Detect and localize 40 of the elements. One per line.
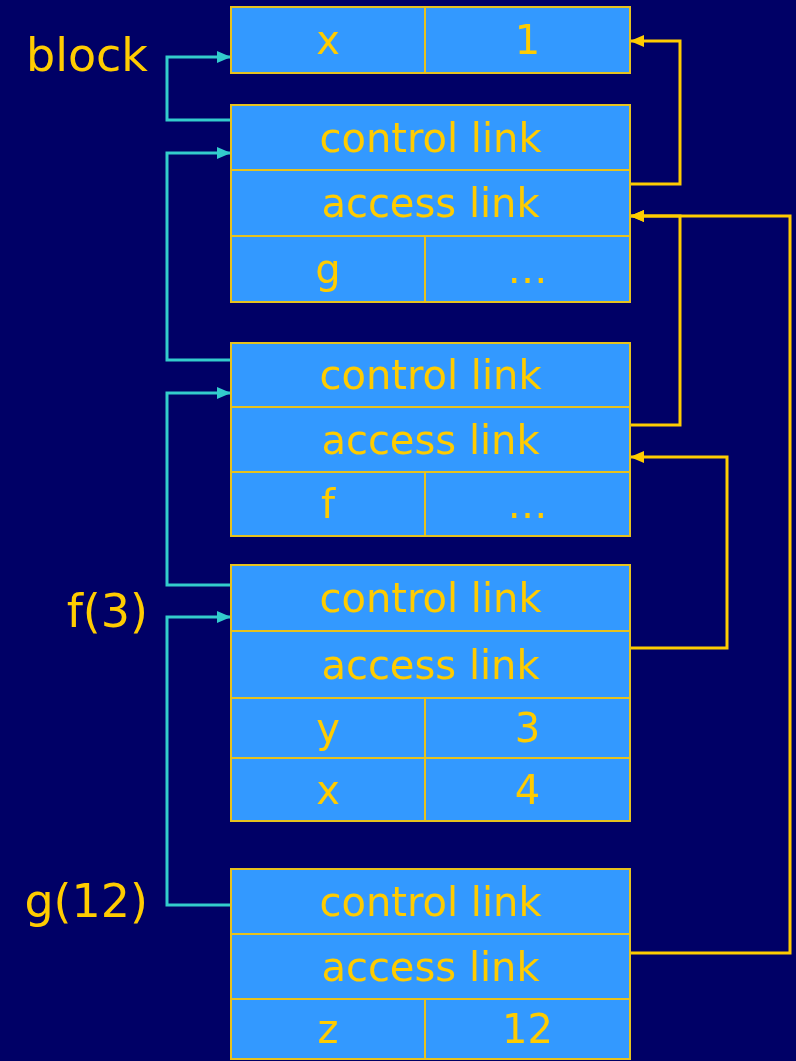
cell-label: f — [320, 484, 336, 524]
table-row — [230, 406, 631, 473]
table-row — [230, 630, 631, 699]
arrow — [165, 611, 231, 907]
table-row — [230, 697, 631, 759]
cell-label: 4 — [514, 769, 541, 810]
cell-label: access link — [321, 419, 540, 460]
cell-label: control link — [319, 881, 542, 922]
cell-label: 3 — [514, 708, 541, 748]
arrow — [630, 210, 792, 955]
cell-label: 12 — [502, 1009, 553, 1049]
cell-label: … — [507, 249, 548, 289]
cell-label: control link — [319, 355, 542, 395]
cell-label: x — [316, 769, 340, 810]
cell-label: access link — [321, 644, 540, 685]
table-row — [230, 757, 631, 822]
table-row — [230, 471, 631, 537]
table-row — [230, 998, 631, 1060]
cell-label: access link — [321, 946, 540, 987]
activation-record — [230, 104, 631, 303]
arrow — [630, 451, 729, 650]
arrow — [165, 51, 231, 122]
table-row — [230, 169, 631, 237]
table-row — [230, 868, 631, 935]
arrow — [165, 147, 231, 362]
table-row — [230, 933, 631, 1000]
table-row — [230, 564, 631, 632]
arrow — [165, 387, 231, 587]
table-row — [230, 342, 631, 408]
record-label: f(3) — [66, 588, 148, 634]
activation-record — [230, 342, 631, 537]
cell-label: … — [507, 484, 548, 524]
table-row — [230, 104, 631, 171]
cell-label: z — [317, 1009, 339, 1049]
cell-label: access link — [321, 183, 540, 223]
table-row — [230, 235, 631, 303]
cell-label: control link — [319, 578, 542, 618]
record-label: block — [25, 32, 148, 78]
arrow — [630, 35, 682, 186]
cell-label: control link — [319, 117, 542, 158]
